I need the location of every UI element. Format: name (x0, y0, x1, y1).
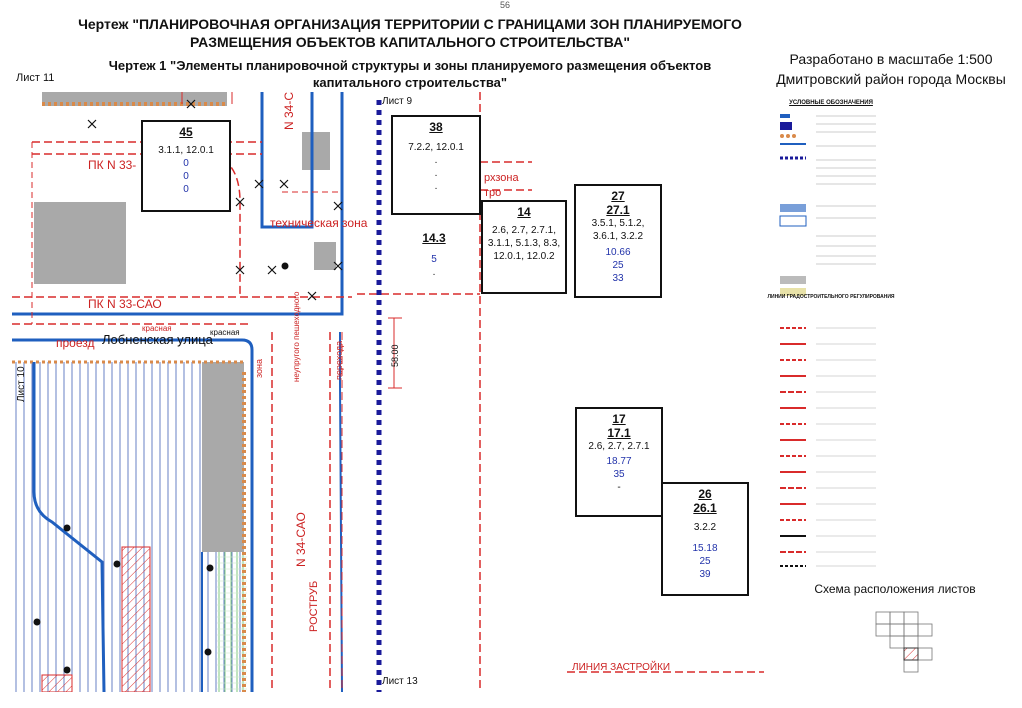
zone-value-2: . (434, 168, 438, 179)
tro-label: тро (484, 187, 502, 199)
district-note: Дмитровский район города Москвы (776, 71, 1006, 87)
zone-box-26[interactable]: 26 26.1 3.2.2 15.18 25 39 (661, 482, 749, 596)
zone-codes: 2.6, 2.7, 2.7.1 (588, 441, 650, 452)
zone-subnumber: 26.1 (693, 501, 717, 515)
building (314, 242, 336, 270)
map-canvas: ПК N 33- ПК N 33-САО N 34-САО N 34-САО т… (12, 92, 764, 692)
line-zastroyki-label: ЛИНИЯ ЗАСТРОЙКИ (572, 662, 671, 673)
okhrana-label: рхзона (484, 172, 519, 184)
legend-panel: УСЛОВНЫЕ ОБОЗНАЧЕНИЯ (766, 96, 896, 576)
zone-box-14[interactable]: 14 2.6, 2.7, 2.7.1, 3.1.1, 5.1.3, 8.3, 1… (481, 200, 567, 294)
zone-codes: 7.2.2, 12.0.1 (408, 142, 464, 153)
zone-number: 27 (611, 189, 625, 203)
x-markers (87, 99, 343, 301)
zone-value-2: 0 (183, 171, 189, 182)
sheet-label-bottom: Лист 13 (382, 676, 418, 687)
zone-value-3: - (617, 482, 621, 493)
zone-value-3: 39 (699, 569, 711, 580)
zone-number: 14.3 (422, 231, 446, 245)
zone-value-2: 25 (612, 260, 624, 271)
zone-number: 14 (517, 205, 531, 219)
zone-number: 38 (429, 120, 443, 134)
n34-label-bottom: N 34-САО (294, 512, 308, 567)
dimension-label: 58.00 (390, 344, 400, 367)
zone-codes: 3.2.2 (693, 522, 717, 533)
proezd-label: проезд (56, 336, 95, 350)
zone-value-1: 0 (183, 158, 189, 169)
street-label: Лобненская улица (102, 332, 213, 347)
zone-subnumber: 17.1 (607, 426, 631, 440)
zone-value-1: 5 (431, 254, 437, 265)
krasnaya-label-2: красная (210, 328, 240, 337)
zone-number: 45 (179, 125, 193, 139)
zone-value-1: . (434, 155, 438, 166)
legend-graphics (779, 114, 876, 567)
perehod-label: перехода (334, 340, 344, 380)
zone-value-1: 15.18 (692, 543, 718, 554)
sheet-label-left-side: Лист 10 (16, 366, 27, 402)
zone-box-27[interactable]: 27 27.1 3.5.1, 5.1.2, 3.6.1, 3.2.2 10.66… (574, 184, 662, 298)
technical-zone-label: техническая зона (270, 216, 368, 230)
rostrub-label: РОСТРУБ (308, 580, 320, 632)
sheet-label-top: Лист 9 (382, 96, 413, 107)
zone-number: 17 (612, 412, 626, 426)
page-number: 56 (500, 0, 511, 10)
sheet-scheme-title: Схема расположения листов (814, 582, 976, 596)
zona-label: зона (254, 358, 264, 378)
zone-value-2: 25 (699, 556, 711, 567)
zone-value-3: 0 (183, 184, 189, 195)
scale-note: Разработано в масштабе 1:500 (789, 51, 993, 67)
n34-label-top: N 34-САО (282, 92, 296, 130)
building (34, 202, 126, 284)
zone-value-3: . (434, 181, 438, 192)
zone-value-2: 35 (613, 469, 625, 480)
legend-section-title: ЛИНИИ ГРАДОСТРОИТЕЛЬНОГО РЕГУЛИРОВАНИЯ (767, 294, 895, 300)
krasnaya-label: красная (142, 324, 172, 333)
red-hatched-object (121, 546, 151, 692)
pk-label-top: ПК N 33- (88, 158, 137, 172)
sheet-scheme-diagram (875, 611, 933, 673)
pk-label-bottom: ПК N 33-САО (88, 297, 162, 311)
drawing-subtitle-line2: капитального строительства" (312, 75, 508, 90)
zone-codes: 3.1.1, 12.0.1 (158, 145, 214, 156)
map-graphics (12, 92, 764, 692)
zone-box-38[interactable]: 38 7.2.2, 12.0.1 . . . (391, 115, 481, 215)
drawing-title-line2: РАЗМЕЩЕНИЯ ОБЪЕКТОВ КАПИТАЛЬНОГО СТРОИТЕ… (190, 34, 630, 50)
zone-number: 26 (698, 487, 712, 501)
zone-codes: 3.5.1, 5.1.2, 3.6.1, 3.2.2 (591, 218, 645, 242)
zone-label-14-3: 14.3 5 . (392, 232, 476, 279)
zone-box-17[interactable]: 17 17.1 2.6, 2.7, 2.7.1 18.77 35 - (575, 407, 663, 517)
drawing-subtitle-line1: Чертеж 1 "Элементы планировочной структу… (108, 58, 712, 73)
zone-value-3: 33 (612, 273, 624, 284)
drawing-title-line1: Чертеж "ПЛАНИРОВОЧНАЯ ОРГАНИЗАЦИЯ ТЕРРИТ… (78, 16, 742, 32)
podzem-label: неупругого пешеходного (292, 291, 301, 382)
zone-value-1: 18.77 (606, 456, 632, 467)
zone-box-45[interactable]: 45 3.1.1, 12.0.1 0 0 0 (141, 120, 231, 212)
zone-codes: 2.6, 2.7, 2.7.1, 3.1.1, 5.1.3, 8.3, 12.0… (487, 225, 561, 262)
sheet-label-left: Лист 11 (16, 72, 55, 84)
building (302, 132, 330, 170)
zone-value-1: 10.66 (605, 247, 631, 258)
legend-title: УСЛОВНЫЕ ОБОЗНАЧЕНИЯ (789, 100, 873, 106)
zone-value-2: . (432, 267, 436, 278)
zone-subnumber: 27.1 (606, 203, 630, 217)
